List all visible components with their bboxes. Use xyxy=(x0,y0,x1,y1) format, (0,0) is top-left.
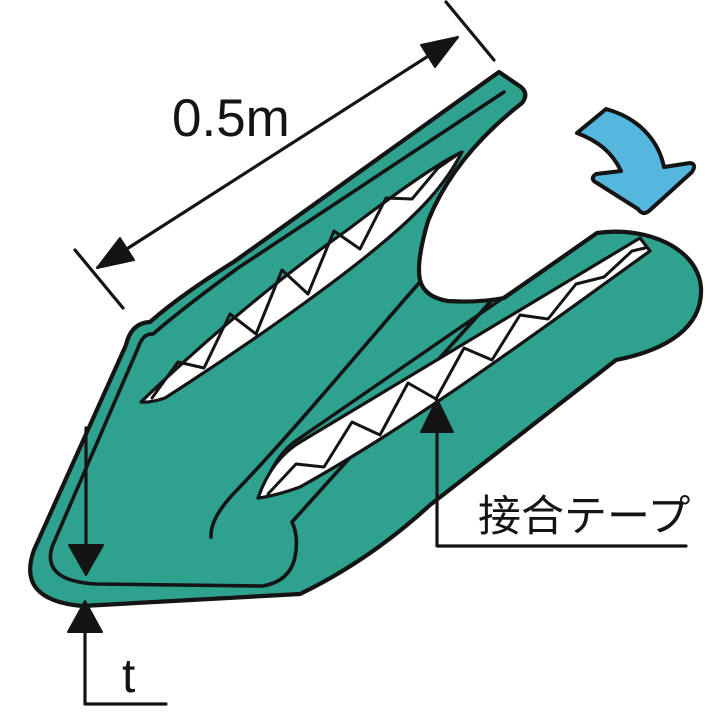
length-label: 0.5m xyxy=(172,89,290,148)
thickness-dimension: t xyxy=(67,426,168,706)
length-tick-right xyxy=(444,0,496,62)
thickness-upper-arrowhead xyxy=(68,544,104,576)
fold-direction-arrow-icon xyxy=(575,107,697,216)
length-arrowhead-left xyxy=(96,237,135,269)
upper-strip-fold-edge-line xyxy=(209,280,422,539)
lower-tape-zigzag xyxy=(266,246,647,496)
length-arrowhead-right xyxy=(420,36,459,68)
length-dimension: 0.5m xyxy=(73,0,496,310)
length-dimension-line xyxy=(96,35,459,270)
thickness-label: t xyxy=(122,650,135,703)
belt-body xyxy=(28,69,704,609)
tape-leader: 接合テープ xyxy=(420,398,690,548)
belt-edge-inner-line xyxy=(48,90,506,588)
length-tick-left xyxy=(73,248,125,310)
tape-label: 接合テープ xyxy=(478,492,690,542)
upper-tape-zigzag xyxy=(150,153,459,400)
